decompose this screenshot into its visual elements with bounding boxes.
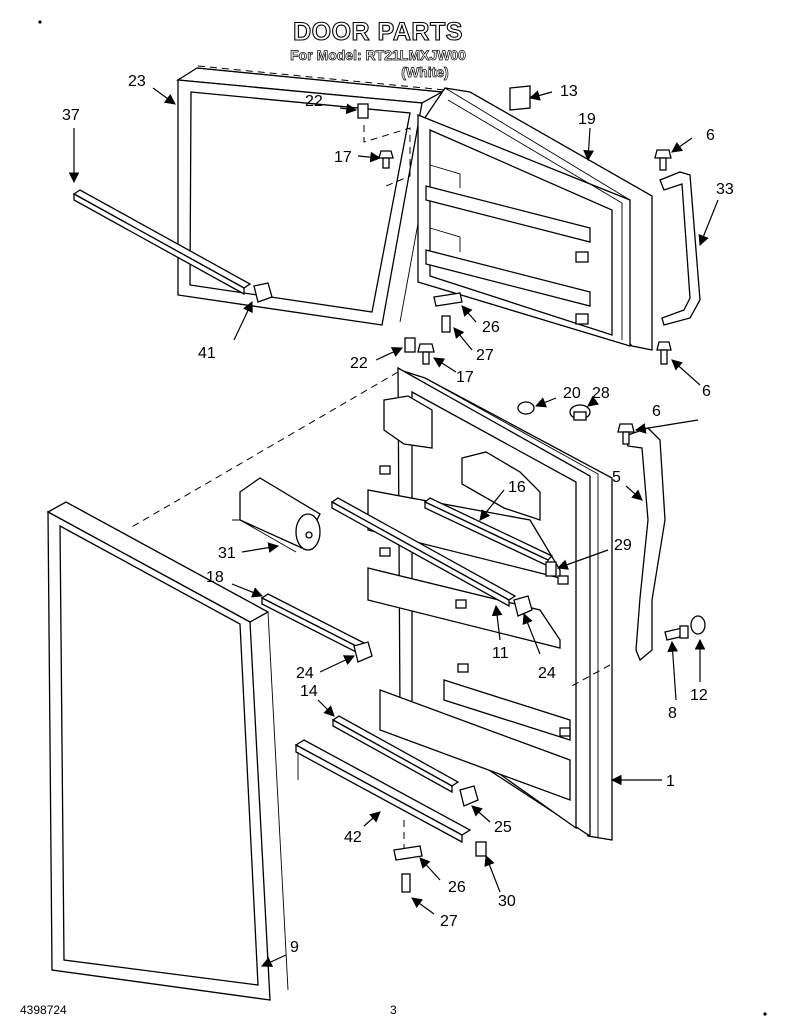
- freezer-handle: [659, 171, 701, 326]
- callout-19: 19: [578, 111, 596, 128]
- callout-29: 29: [614, 537, 632, 554]
- model-line: For Model: RT21LMXJW00: [290, 47, 466, 63]
- callout-12: 12: [690, 687, 708, 704]
- callout-27-bottom: 27: [440, 913, 458, 930]
- fresh-food-door-gasket: [46, 501, 289, 1001]
- callout-42: 42: [344, 829, 362, 846]
- hinge-26-bottom: [393, 845, 423, 861]
- callout-25: 25: [494, 819, 512, 836]
- screw-22-mid: [404, 337, 416, 353]
- callout-17-mid: 17: [456, 369, 474, 386]
- freezer-door-strip: [72, 189, 252, 296]
- plug-28: [569, 404, 591, 421]
- page-number: 3: [390, 1003, 397, 1017]
- cam-20: [517, 401, 535, 415]
- handle-screw-mid: [617, 423, 635, 445]
- clip-29: [545, 561, 557, 577]
- callout-6-mid: 6: [702, 383, 711, 400]
- bar-18: [260, 593, 368, 656]
- door-bar-14: [331, 715, 460, 794]
- callout-20: 20: [563, 385, 581, 402]
- stop-24-left: [353, 641, 373, 663]
- screw-27-top: [441, 315, 451, 333]
- document-number: 4398724: [20, 1003, 67, 1017]
- callout-1: 1: [666, 773, 675, 790]
- freezer-door-gasket: [176, 67, 445, 326]
- scan-speck: [38, 20, 42, 24]
- callout-16: 16: [508, 479, 526, 496]
- callout-41: 41: [198, 345, 216, 362]
- hinge-26-top: [433, 292, 463, 307]
- callout-26-bottom: 26: [448, 879, 466, 896]
- callout-18: 18: [206, 569, 224, 586]
- callout-27-top: 27: [476, 347, 494, 364]
- screw-22-top: [357, 103, 369, 119]
- scan-speck: [763, 1012, 767, 1016]
- dairy-bin: [232, 477, 321, 553]
- callout-13: 13: [560, 83, 578, 100]
- stop-25: [459, 785, 479, 807]
- callout-24-right: 24: [538, 665, 556, 682]
- callout-6-top: 6: [706, 127, 715, 144]
- retainer-bar-11: [330, 497, 517, 608]
- callout-14: 14: [300, 683, 318, 700]
- callout-24-left: 24: [296, 665, 314, 682]
- fresh-food-handle: [624, 427, 666, 662]
- screw-17-top: [378, 150, 394, 169]
- callout-37: 37: [62, 107, 80, 124]
- stop-41: [253, 282, 273, 303]
- callout-6-low: 6: [652, 403, 661, 420]
- callout-28: 28: [592, 385, 610, 402]
- callout-5: 5: [612, 469, 621, 486]
- clip-12: [690, 615, 706, 635]
- callout-30: 30: [498, 893, 516, 910]
- callout-23: 23: [128, 73, 146, 90]
- callout-22-mid: 22: [350, 355, 368, 372]
- callout-8: 8: [668, 705, 677, 722]
- handle-screw-top: [654, 149, 672, 171]
- fresh-food-door: [367, 366, 613, 841]
- callout-22-top: 22: [305, 93, 323, 110]
- callout-26-top: 26: [482, 319, 500, 336]
- handle-screw-bottom: [656, 341, 672, 365]
- label-part: [509, 85, 531, 111]
- diagram-title: DOOR PARTS: [293, 18, 463, 46]
- screw-8: [664, 625, 689, 641]
- callout-11: 11: [492, 645, 509, 662]
- leader-lines: [68, 87, 719, 967]
- callout-33: 33: [716, 181, 734, 198]
- color-line: (White): [401, 64, 448, 80]
- screw-27-bottom: [401, 873, 411, 893]
- stop-24-right: [513, 595, 533, 617]
- freezer-door: [417, 87, 653, 351]
- callout-31: 31: [218, 545, 236, 562]
- callout-17-top: 17: [334, 149, 352, 166]
- screw-17-mid: [417, 343, 435, 365]
- door-bar-42: [294, 739, 472, 844]
- clip-30: [475, 841, 487, 857]
- callout-9: 9: [290, 939, 299, 956]
